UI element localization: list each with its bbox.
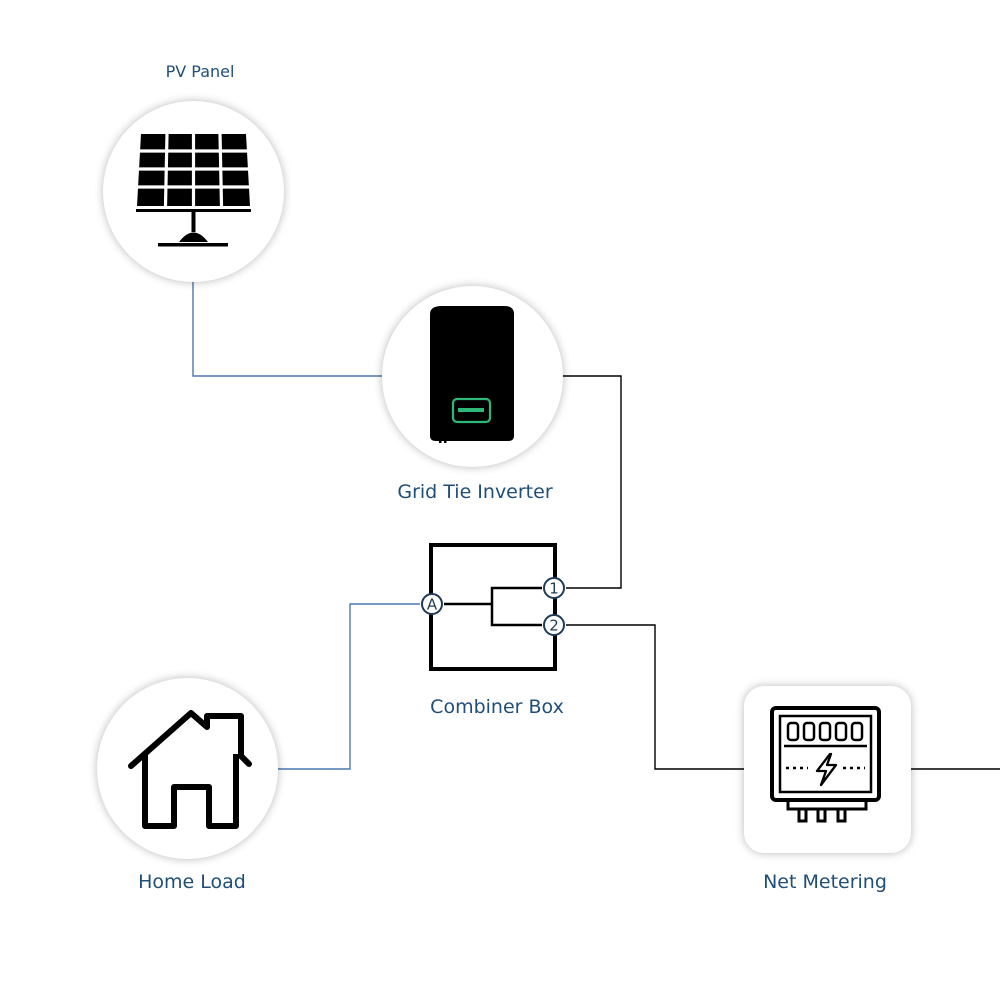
net-metering-label: Net Metering (763, 871, 887, 893)
wire-pv-to-inverter (192, 282, 382, 377)
electric-meter-icon (770, 706, 881, 823)
inverter-label: Grid Tie Inverter (397, 481, 553, 503)
combiner-box-icon[interactable]: A 1 2 (418, 538, 568, 678)
home-load-node[interactable] (97, 678, 278, 859)
svg-text:2: 2 (549, 617, 559, 635)
wire-home-to-combiner-a (278, 603, 420, 770)
wire-combiner-2-to-meter (566, 624, 744, 770)
home-load-label: Home Load (138, 871, 246, 893)
pv-panel-label: PV Panel (165, 62, 235, 81)
port-1[interactable]: 1 (543, 577, 565, 599)
inverter-icon (430, 306, 514, 443)
wire-inverter-to-combiner-1 (563, 375, 622, 589)
net-metering-node[interactable] (744, 686, 911, 853)
svg-text:A: A (427, 596, 438, 614)
house-icon (128, 710, 252, 829)
pv-panel-node[interactable] (103, 101, 284, 282)
solar-panel-icon (136, 133, 251, 247)
port-2[interactable]: 2 (543, 614, 565, 636)
combiner-box-label: Combiner Box (430, 696, 564, 718)
svg-text:1: 1 (549, 580, 559, 598)
inverter-node[interactable] (382, 286, 563, 467)
port-a[interactable]: A (421, 593, 443, 615)
